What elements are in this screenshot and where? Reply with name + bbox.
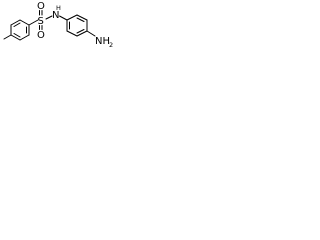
nh-nitrogen-label: N: [52, 10, 59, 21]
ring2-bond-b: [66, 30, 78, 37]
oxygen-top-label: O: [37, 1, 45, 12]
ring-amine-bond: [86, 30, 96, 37]
ring1-double-a: [13, 22, 21, 27]
ring-sulfur-bond: [28, 19, 39, 26]
nh-ring-bond: [59, 15, 68, 21]
ring1-double-c: [13, 33, 21, 38]
ring2-double-b: [76, 29, 85, 34]
nh-hydrogen-label: H: [56, 4, 61, 12]
oxygen-bottom-label: O: [37, 30, 45, 41]
amine-label: NH: [95, 36, 110, 47]
ring2-bond-f: [66, 14, 78, 21]
amine-subscript-label: 2: [109, 41, 113, 49]
ring2-double-c: [76, 17, 85, 22]
toluene-ring: [10, 19, 30, 41]
sulfur-label: S: [38, 16, 44, 27]
aniline-ring: [66, 14, 88, 37]
ring1-bond-f: [10, 34, 21, 41]
chemical-structure-diagram: S O O H N NH 2: [3, 1, 113, 49]
ring1-bond-b: [10, 19, 21, 26]
ring1-bond-c: [19, 19, 30, 26]
ring1-bond-e: [19, 34, 30, 41]
ring2-bond-c: [76, 30, 88, 37]
methyl-bond: [3, 34, 12, 40]
ring2-bond-e: [76, 14, 88, 21]
sulfur-nh-bond: [45, 15, 53, 20]
